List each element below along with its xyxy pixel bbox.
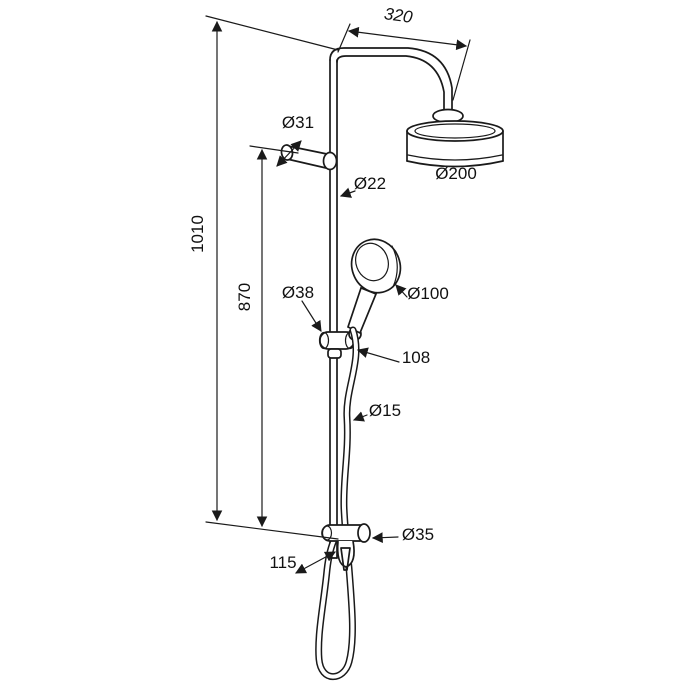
slider-diameter-label: Ø38 bbox=[282, 283, 314, 302]
handshower-diameter-label: Ø100 bbox=[407, 284, 449, 303]
hand-shower-head bbox=[350, 238, 402, 294]
shower-arm bbox=[329, 47, 464, 124]
hand-shower-handle bbox=[346, 286, 378, 335]
dimension-bottom-bracket: Ø35 bbox=[371, 525, 434, 544]
top-bracket-diameter-label: Ø31 bbox=[282, 113, 314, 132]
hand-shower bbox=[346, 238, 402, 335]
dimension-slider: Ø38 bbox=[282, 283, 322, 332]
bottom-bracket-diameter-label: Ø35 bbox=[402, 525, 434, 544]
overhead-shower-head bbox=[406, 120, 504, 168]
dimension-overall-height: 1010 bbox=[188, 15, 339, 540]
shower-hose bbox=[315, 326, 360, 680]
riser-diameter-label: Ø22 bbox=[354, 174, 386, 193]
arm-length-label: 320 bbox=[383, 4, 414, 27]
rail-height-label: 870 bbox=[235, 283, 254, 311]
dimension-handshower: Ø100 bbox=[395, 284, 449, 303]
bottom-offset-label: 115 bbox=[269, 553, 296, 572]
dimension-holder-offset: 108 bbox=[356, 347, 430, 367]
head-diameter-label: Ø200 bbox=[435, 164, 477, 183]
dimension-riser: Ø22 bbox=[339, 174, 386, 198]
overall-height-label: 1010 bbox=[188, 215, 207, 253]
riser-pipe bbox=[329, 59, 338, 559]
dimension-rail-height: 870 bbox=[235, 145, 299, 528]
dimension-head: Ø200 bbox=[435, 164, 477, 183]
top-wall-bracket bbox=[280, 144, 338, 171]
dimension-top-bracket: Ø31 bbox=[276, 113, 314, 167]
holder-offset-label: 108 bbox=[402, 348, 430, 367]
dimension-hose: Ø15 bbox=[352, 401, 401, 422]
dimension-arm-length: 320 bbox=[337, 4, 471, 101]
bottom-wall-bracket bbox=[321, 523, 371, 571]
hose-diameter-label: Ø15 bbox=[369, 401, 401, 420]
dimension-bottom-offset: 115 bbox=[269, 551, 336, 574]
